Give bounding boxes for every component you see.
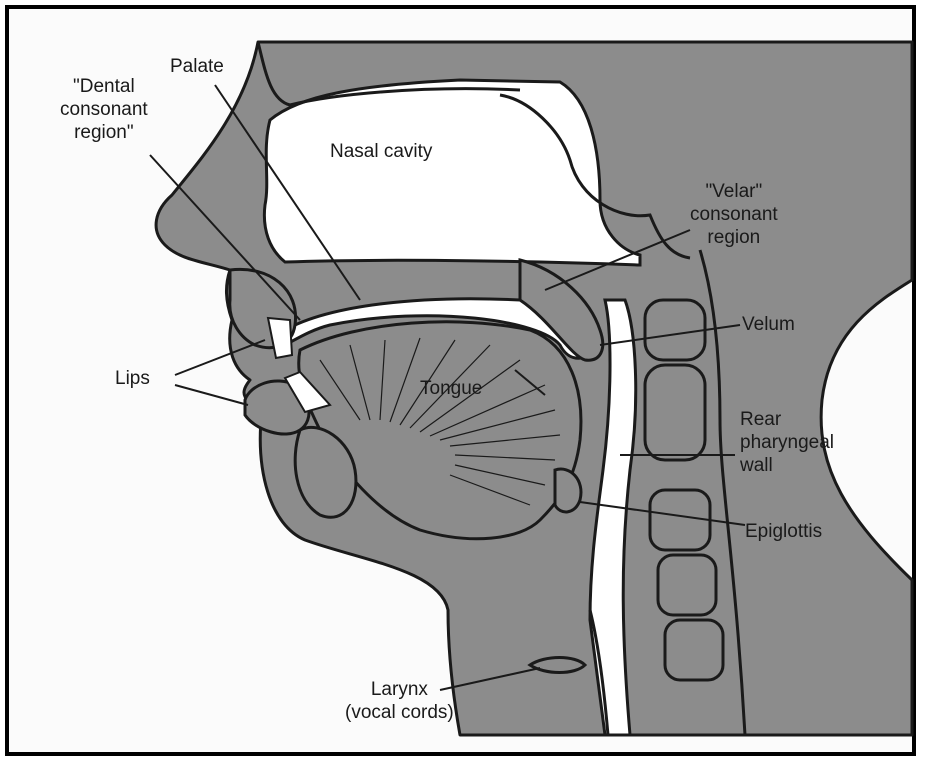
rear-pharyngeal-wall-label: Rear pharyngeal wall bbox=[740, 408, 834, 477]
tongue-label: Tongue bbox=[420, 377, 482, 400]
velar-region-label-line2: consonant bbox=[690, 203, 778, 226]
larynx-label-line1: Larynx bbox=[345, 678, 454, 701]
dental-region-label-line1: "Dental bbox=[60, 75, 148, 98]
rear-pharyngeal-wall-label-line2: pharyngeal bbox=[740, 431, 834, 454]
velum-label: Velum bbox=[742, 313, 795, 336]
rear-pharyngeal-wall-label-line3: wall bbox=[740, 454, 834, 477]
velar-region-label-line1: "Velar" bbox=[690, 180, 778, 203]
larynx-shape bbox=[530, 658, 585, 673]
nasal-cavity-shape bbox=[264, 80, 640, 265]
dental-region-label-line3: region" bbox=[60, 121, 148, 144]
larynx-label: Larynx (vocal cords) bbox=[345, 678, 454, 724]
velar-region-label-line3: region bbox=[690, 226, 778, 249]
rear-pharyngeal-wall-label-line1: Rear bbox=[740, 408, 834, 431]
dental-region-label-line2: consonant bbox=[60, 98, 148, 121]
epiglottis-label: Epiglottis bbox=[745, 520, 822, 543]
nasal-cavity-label: Nasal cavity bbox=[330, 140, 432, 163]
dental-region-label: "Dental consonant region" bbox=[60, 75, 148, 144]
lips-label: Lips bbox=[115, 367, 150, 390]
larynx-label-line2: (vocal cords) bbox=[345, 701, 454, 724]
palate-label: Palate bbox=[170, 55, 224, 78]
velar-region-label: "Velar" consonant region bbox=[690, 180, 778, 249]
